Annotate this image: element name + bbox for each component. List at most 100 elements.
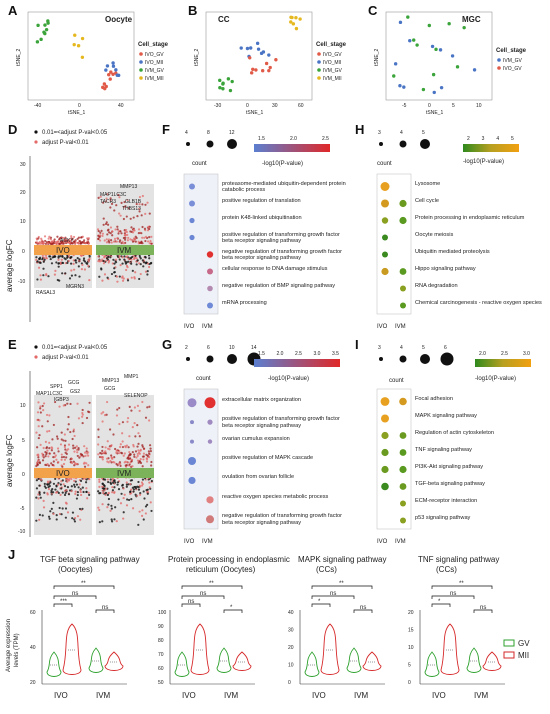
gene-point: [147, 450, 151, 453]
gene-point: [66, 480, 69, 483]
gene-point: [140, 484, 144, 487]
gene-point: [133, 277, 136, 280]
gene-point: [97, 443, 100, 446]
tsne-point: [36, 23, 40, 28]
gene-point: [149, 501, 152, 504]
gene-point: [98, 478, 101, 481]
gene-point: [75, 462, 78, 465]
gene-point: [138, 262, 141, 265]
gene-point: [102, 201, 105, 204]
tsne-point: [218, 86, 222, 90]
gene-point: [76, 515, 80, 518]
gene-point: [148, 227, 151, 231]
panel-c-ylabel: tSNE_2: [374, 49, 380, 66]
enrichment-dot: [189, 217, 195, 224]
gene-point: [35, 237, 38, 240]
gene-point: [119, 263, 122, 267]
gene-point: [65, 240, 68, 243]
gene-point: [110, 518, 113, 521]
violin-ytick: 90: [158, 624, 164, 630]
gene-point: [53, 273, 57, 276]
gene-point: [69, 430, 72, 434]
panel-c-points: [392, 15, 477, 95]
gene-point: [46, 420, 49, 423]
gene-point: [82, 257, 86, 260]
gene-point: [119, 239, 122, 242]
violin-shape: [104, 651, 124, 671]
gene-point: [118, 461, 122, 464]
gene-point: [142, 455, 145, 458]
panel-f-color-title: -log10(P-value): [262, 161, 303, 167]
gene-point: [146, 262, 150, 265]
gene-point: [117, 193, 120, 197]
gene-point: [145, 460, 149, 463]
gene-point: [139, 448, 142, 451]
gene-point: [109, 232, 112, 235]
gene-point: [85, 462, 88, 465]
enrichment-dot: [187, 398, 197, 408]
gene-point: [39, 274, 42, 277]
tsne-point: [472, 68, 477, 72]
gene-point: [67, 423, 70, 426]
gene-point: [115, 204, 118, 207]
enrichment-dot: [382, 234, 388, 241]
gene-point: [106, 276, 109, 279]
gene-point: [121, 262, 124, 265]
enrichment-dot: [206, 251, 214, 258]
gene-point: [130, 262, 133, 265]
panel-h-color-title: -log10(P-value): [463, 159, 504, 165]
gene-point: [47, 515, 51, 518]
gene-point: [72, 444, 75, 447]
gene-point: [39, 407, 42, 410]
gene-point: [52, 460, 55, 463]
gene-point: [139, 461, 143, 465]
gene-point: [126, 266, 129, 269]
gene-point: [82, 455, 85, 458]
gene-point: [55, 435, 59, 438]
gene-point: [54, 488, 57, 491]
colorbar-tick: 2.5: [322, 136, 329, 142]
tsne-point: [255, 41, 260, 46]
gene-point: [129, 217, 132, 220]
gene-point: [125, 464, 128, 467]
enrichment-term: Regulation of actin cytoskeleton: [415, 429, 494, 436]
panel-d-label: D: [8, 122, 18, 137]
gene-point: [37, 237, 40, 240]
gene-point: [138, 435, 141, 438]
gene-point: [101, 420, 104, 423]
gene-point: [102, 262, 106, 265]
gene-point: [143, 236, 146, 239]
gene-point: [66, 261, 69, 265]
gene-label: MGRN3: [66, 284, 84, 290]
gene-point: [79, 489, 82, 492]
gene-point: [38, 433, 41, 437]
gene-point: [75, 445, 78, 448]
tsne-point: [104, 84, 108, 89]
gene-point: [71, 242, 74, 245]
gene-point: [71, 461, 74, 465]
violin-ytick: 10: [288, 663, 294, 669]
gene-point: [83, 461, 86, 464]
gene-point: [69, 262, 73, 265]
gene-point: [134, 240, 137, 243]
gene-point: [65, 489, 68, 492]
tsne-point: [455, 65, 460, 69]
gene-point: [141, 444, 144, 447]
gene-point: [137, 488, 141, 491]
gene-point: [76, 491, 79, 494]
gene-point: [88, 278, 91, 282]
gene-point: [80, 254, 83, 258]
tsne-point: [249, 46, 253, 50]
gene-point: [81, 240, 84, 244]
gene-point: [141, 478, 145, 481]
gene-point: [125, 228, 128, 232]
gene-point: [116, 225, 119, 228]
gene-point: [83, 268, 87, 271]
gene-point: [63, 240, 66, 243]
panel-e-ivm-label: IVM: [117, 469, 132, 478]
gene-point: [62, 455, 66, 459]
gene-point: [36, 260, 39, 263]
tsne-point: [42, 30, 46, 34]
gene-label: GS2: [70, 389, 80, 395]
